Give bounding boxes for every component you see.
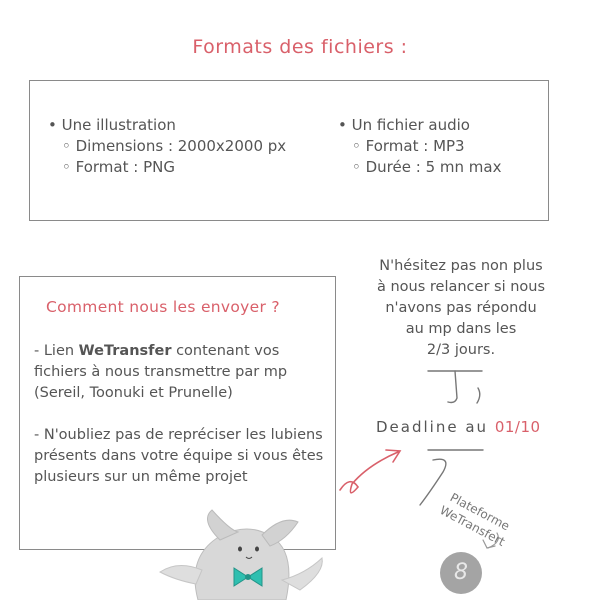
send-instructions-box (19, 276, 336, 550)
audio-label: Un fichier audio (351, 116, 470, 134)
doodle-divider-bottom-icon (419, 449, 484, 506)
send-paragraph-reminder: - N'oubliez pas de repréciser les lubien… (34, 427, 324, 485)
reminder-note: N'hésitez pas non plus à nous relancer s… (376, 258, 546, 358)
illustration-dimensions: Dimensions : 2000x2000 px (75, 137, 287, 155)
formats-box (29, 80, 549, 221)
illustration-format: Format : PNG (75, 158, 175, 176)
wetransfer-name: WeTransfer (78, 343, 172, 359)
send-title: Comment nous les envoyer ? (46, 298, 280, 316)
deadline-date: 01/10 (494, 418, 541, 436)
deadline: Deadline au 01/10 (376, 418, 541, 436)
audio-format: Format : MP3 (365, 137, 465, 155)
send-paragraph-wetransfer: - Lien WeTransfer contenant vos fichiers… (34, 343, 288, 401)
illustration-format-list: • Une illustration ◦ Dimensions : 2000x2… (48, 116, 287, 176)
illustration-label: Une illustration (61, 116, 176, 134)
doodle-divider-top-icon (427, 370, 483, 404)
audio-duration: Durée : 5 mn max (365, 158, 502, 176)
audio-format-list: • Un fichier audio ◦ Format : MP3 ◦ Duré… (338, 116, 502, 176)
page-title: Formats des fichiers : (192, 36, 408, 58)
small-arrow-icon (482, 532, 499, 549)
page-number-badge: 8 (440, 552, 482, 594)
mascot-icon (159, 509, 323, 600)
arrow-icon (339, 449, 402, 494)
